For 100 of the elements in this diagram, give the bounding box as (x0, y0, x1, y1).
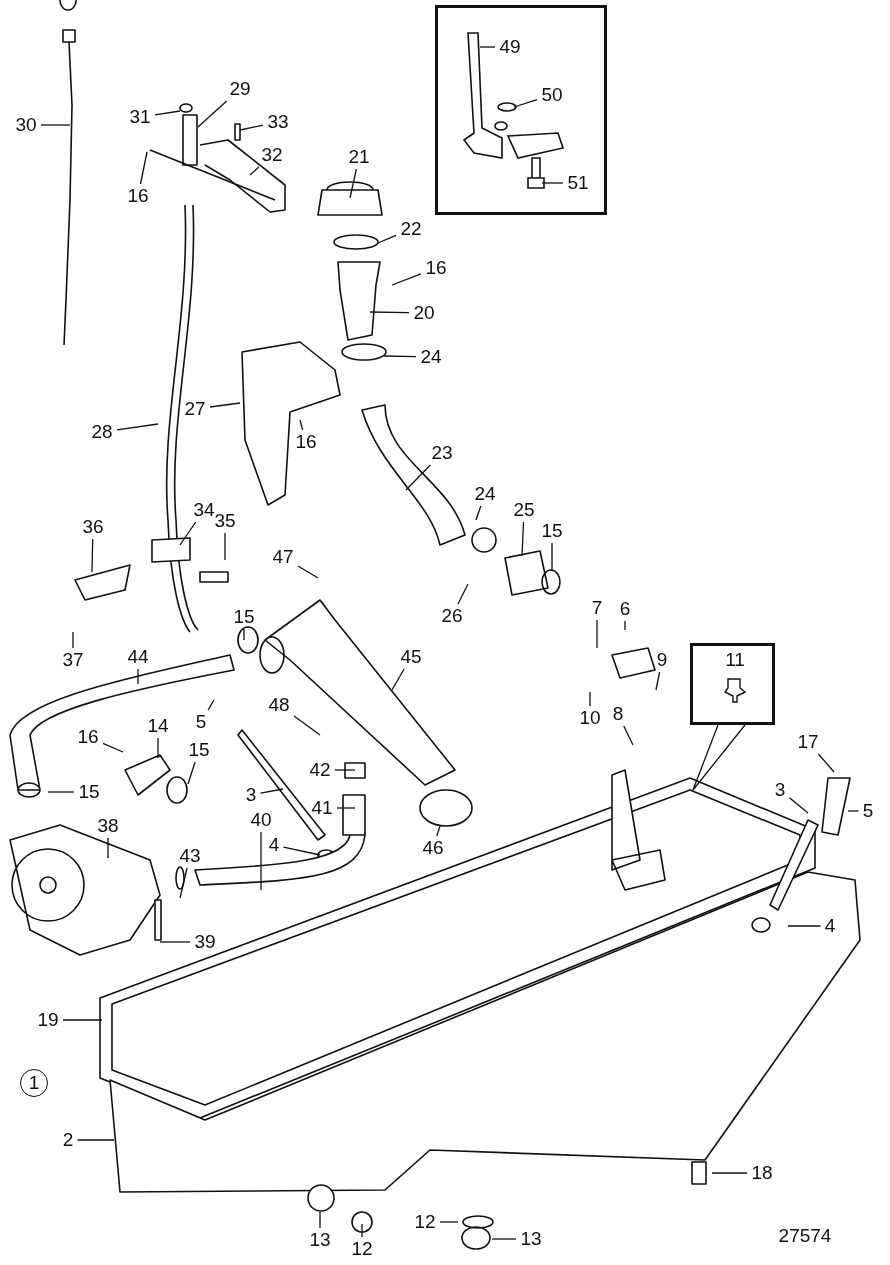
leader-line (391, 273, 422, 286)
leader-line (349, 168, 358, 199)
leader-line (334, 769, 356, 771)
leader-line (377, 234, 397, 244)
callout-number: 10 (579, 708, 601, 728)
callout-number: 50 (541, 85, 563, 105)
callout-number: 3 (774, 780, 786, 800)
leader-line (541, 182, 564, 184)
callout-number: 41 (311, 798, 333, 818)
leader-line (116, 423, 159, 431)
leader-line (282, 846, 321, 856)
callout-number: 16 (77, 727, 99, 747)
callout-number: 15 (188, 740, 210, 760)
leader-line (319, 1211, 321, 1229)
callout-number: 8 (612, 704, 624, 724)
leader-line (299, 419, 304, 431)
leader-line (457, 583, 469, 605)
callout-number: 3 (245, 785, 257, 805)
callout-number: 12 (351, 1239, 373, 1259)
callout-number: 35 (214, 511, 236, 531)
callout-number: 45 (400, 647, 422, 667)
leader-line (624, 620, 626, 631)
leader-line (159, 941, 191, 943)
callout-number: 48 (268, 695, 290, 715)
callout-number: 11 (725, 650, 745, 670)
leader-line (154, 110, 181, 116)
callout-number: 33 (267, 112, 289, 132)
callout-number: 6 (619, 599, 631, 619)
leader-line (197, 100, 228, 128)
leader-line (297, 565, 319, 579)
leader-line (369, 311, 410, 314)
leader-line (787, 925, 822, 927)
callout-number: 4 (268, 835, 280, 855)
leader-line (139, 151, 148, 185)
callout-number: 16 (295, 432, 317, 452)
leader-line (655, 671, 661, 691)
callout-number: 34 (193, 500, 215, 520)
leader-line (91, 538, 94, 573)
leader-line (209, 402, 241, 408)
callout-number: 12 (414, 1212, 436, 1232)
leader-line (336, 807, 356, 809)
callout-number: 29 (229, 79, 251, 99)
leader-line (711, 1172, 748, 1174)
callout-number: 13 (520, 1229, 542, 1249)
leader-line (521, 521, 525, 557)
leader-line (479, 46, 496, 48)
callout-number: 15 (541, 521, 563, 541)
leader-line (72, 631, 74, 649)
callout-number: 16 (127, 186, 149, 206)
callout-number: 36 (82, 517, 104, 537)
callout-number: 32 (261, 145, 283, 165)
leader-line (513, 99, 538, 108)
callout-number: 39 (194, 932, 216, 952)
leader-line (40, 124, 71, 126)
leader-line (179, 867, 188, 899)
leader-line (475, 505, 482, 521)
callout-number: 43 (179, 846, 201, 866)
leader-line (405, 464, 431, 491)
leader-line (76, 1139, 115, 1141)
leader-line (47, 791, 75, 793)
callout-number: 18 (751, 1163, 773, 1183)
callout-number: 22 (400, 219, 422, 239)
callout-number: 20 (413, 303, 435, 323)
callout-number: 17 (797, 732, 819, 752)
callout-number: 25 (513, 500, 535, 520)
leader-line (589, 691, 591, 707)
leader-line (62, 1019, 103, 1021)
callout-number: 5 (195, 712, 207, 732)
detail-frame (690, 643, 775, 725)
callout-number: 44 (127, 647, 149, 667)
callout-number: 5 (862, 801, 874, 821)
callout-number: 9 (656, 650, 668, 670)
callout-number: 13 (309, 1230, 331, 1250)
callout-number: 15 (78, 782, 100, 802)
leader-line (259, 788, 284, 794)
callout-number: 2 (62, 1130, 74, 1150)
callout-number: 7 (591, 598, 603, 618)
callout-number: 23 (431, 443, 453, 463)
callout-number: 42 (309, 760, 331, 780)
leader-line (439, 1221, 459, 1223)
callout-number: 49 (499, 37, 521, 57)
leader-line (391, 668, 405, 691)
callout-number: 16 (425, 258, 447, 278)
leader-line (187, 761, 196, 785)
leader-line (383, 355, 417, 358)
leader-line (239, 124, 264, 131)
leader-line (847, 810, 860, 812)
leader-line (243, 628, 245, 641)
callout-number: 47 (272, 547, 294, 567)
callout-number: 46 (422, 838, 444, 858)
leader-line (692, 724, 746, 791)
callout-number: 24 (420, 347, 442, 367)
leader-line (551, 542, 553, 571)
callout-number: 19 (37, 1010, 59, 1030)
callout-number: 38 (97, 816, 119, 836)
callout-number: 37 (62, 650, 84, 670)
leader-line (102, 742, 124, 753)
drawing-number: 27574 (778, 1226, 832, 1246)
callout-number: 21 (348, 147, 370, 167)
leader-line (491, 1238, 517, 1240)
